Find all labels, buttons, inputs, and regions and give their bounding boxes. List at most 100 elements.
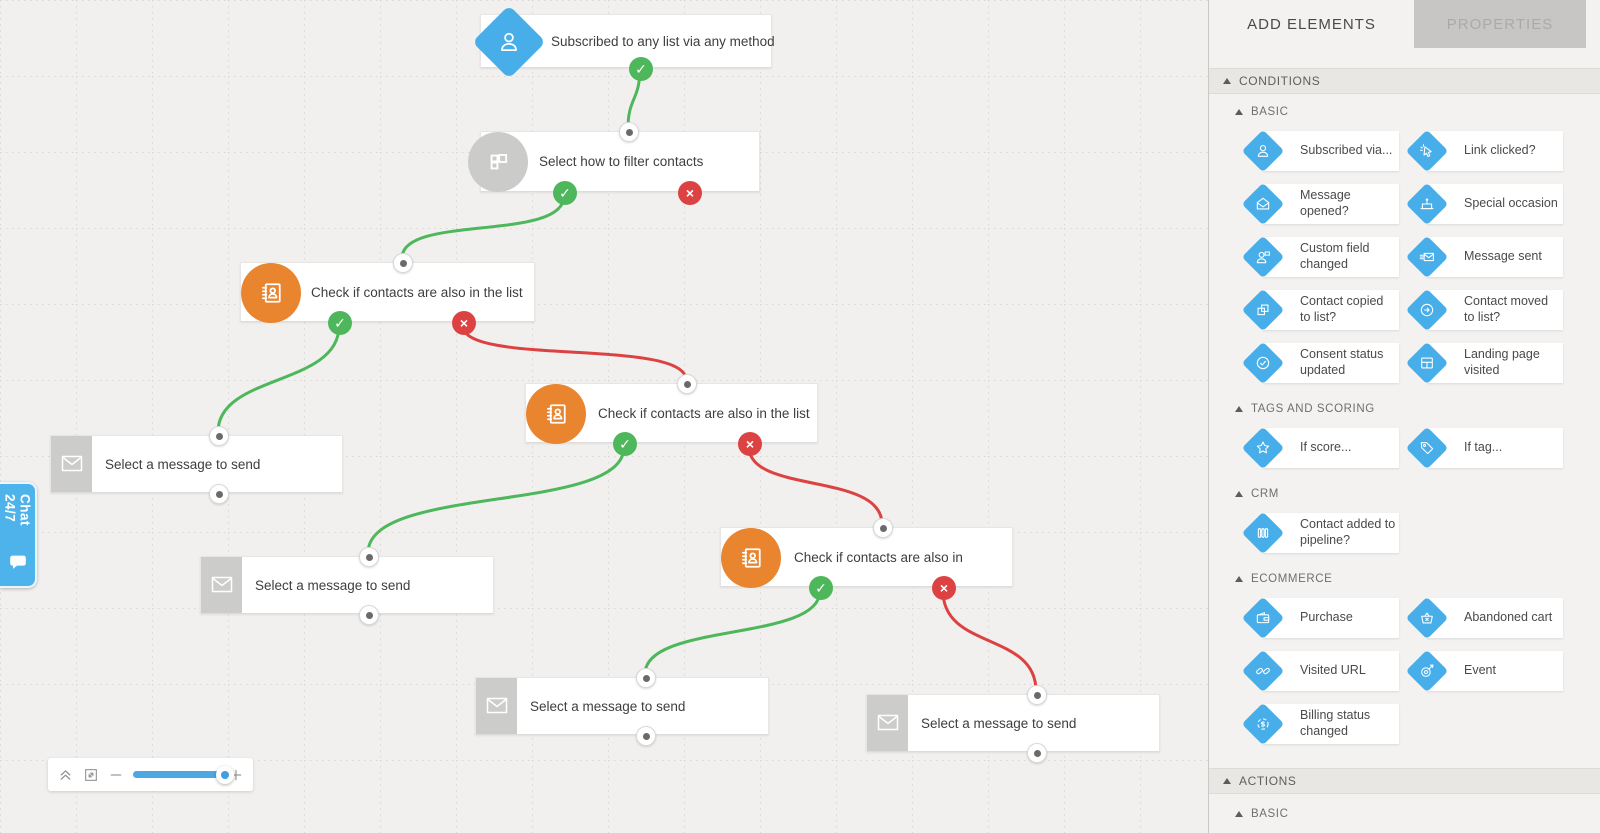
group-crm[interactable]: CRM	[1235, 488, 1600, 500]
tab-properties[interactable]: PROPERTIES	[1414, 0, 1586, 48]
input-port[interactable]	[619, 122, 639, 142]
success-port[interactable]: ✓	[613, 432, 637, 456]
group-ecommerce[interactable]: ECOMMERCE	[1235, 573, 1600, 585]
node-send-message-b[interactable]: Select a message to send	[200, 547, 494, 625]
node-label: Select a message to send	[921, 715, 1077, 731]
element-tile-link-clicked[interactable]: Link clicked?	[1405, 129, 1563, 173]
collapse-triangle-icon	[1223, 78, 1231, 84]
collapse-triangle-icon	[1235, 811, 1243, 817]
failure-port[interactable]: ×	[738, 432, 762, 456]
collapse-triangle-icon	[1235, 576, 1243, 582]
input-port[interactable]	[359, 547, 379, 567]
node-send-message-a[interactable]: Select a message to send	[50, 426, 343, 504]
output-port[interactable]	[209, 484, 229, 504]
workflow-canvas[interactable]: Subscribed to any list via any method ✓ …	[0, 0, 1208, 833]
chat-label: Chat 24/7	[2, 494, 33, 526]
node-send-message-d[interactable]: Select a message to send	[866, 685, 1160, 763]
star-icon	[1241, 426, 1285, 470]
group-tags-and-scoring[interactable]: TAGS AND SCORING	[1235, 403, 1600, 415]
zoom-slider[interactable]	[133, 765, 234, 784]
element-tile-if-tag[interactable]: If tag...	[1405, 426, 1563, 470]
chat-widget-tab[interactable]: Chat 24/7	[0, 482, 37, 588]
zoom-out-icon[interactable]	[108, 767, 124, 783]
zoom-slider-handle[interactable]	[216, 765, 234, 784]
success-port[interactable]: ✓	[328, 311, 352, 335]
output-port[interactable]	[359, 605, 379, 625]
basket-icon	[1405, 596, 1449, 640]
failure-port[interactable]: ×	[452, 311, 476, 335]
address-book-icon	[526, 384, 586, 444]
element-tile-contact-added-pipeline[interactable]: Contact added to pipeline?	[1241, 511, 1399, 555]
person-icon	[1241, 129, 1285, 173]
canvas-toolbar	[48, 758, 253, 791]
pipeline-icon	[1241, 511, 1285, 555]
node-send-message-c[interactable]: Select a message to send	[475, 668, 769, 746]
success-port[interactable]: ✓	[553, 181, 577, 205]
fit-screen-icon[interactable]	[83, 767, 99, 783]
mail-sent-icon	[1405, 235, 1449, 279]
edge-check-b-no-to-check-c	[747, 445, 884, 526]
wallet-icon	[1241, 596, 1285, 640]
group-label: ECOMMERCE	[1251, 573, 1333, 585]
output-port[interactable]	[636, 726, 656, 746]
element-tile-message-sent[interactable]: Message sent	[1405, 235, 1563, 279]
section-label: ACTIONS	[1239, 774, 1297, 788]
group-label: BASIC	[1251, 106, 1289, 118]
address-book-icon	[241, 263, 301, 323]
collapse-triangle-icon	[1223, 778, 1231, 784]
collapse-icon[interactable]	[57, 766, 74, 783]
input-port[interactable]	[636, 668, 656, 688]
element-tile-message-opened[interactable]: Message opened?	[1241, 182, 1399, 226]
page-layout-icon	[1405, 341, 1449, 385]
edge-check-b-yes-to-message-b	[366, 445, 626, 555]
envelope-icon	[476, 678, 517, 734]
envelope-icon	[51, 436, 92, 492]
element-tile-subscribed-via[interactable]: Subscribed via...	[1241, 129, 1399, 173]
tag-icon	[1405, 426, 1449, 470]
group-basic[interactable]: BASIC	[1235, 106, 1600, 118]
edge-check-a-no-to-check-b	[461, 324, 688, 382]
element-tile-landing-page-visited[interactable]: Landing page visited	[1405, 341, 1563, 385]
node-label: Select a message to send	[255, 577, 411, 593]
elements-panel: ADD ELEMENTS PROPERTIES CONDITIONS BASIC…	[1208, 0, 1600, 833]
element-tile-contact-copied[interactable]: Contact copied to list?	[1241, 288, 1399, 332]
node-label: Check if contacts are also in the list	[311, 284, 523, 300]
node-subscribed-trigger[interactable]: Subscribed to any list via any method ✓	[472, 5, 775, 81]
group-actions-basic[interactable]: BASIC	[1235, 808, 1600, 820]
success-port[interactable]: ✓	[629, 57, 653, 81]
failure-port[interactable]: ×	[932, 576, 956, 600]
input-port[interactable]	[1027, 685, 1047, 705]
section-label: CONDITIONS	[1239, 74, 1321, 88]
tab-add-elements[interactable]: ADD ELEMENTS	[1247, 15, 1376, 33]
section-actions[interactable]: ACTIONS	[1209, 768, 1600, 794]
node-label: Check if contacts are also in	[794, 549, 963, 565]
cake-icon	[1405, 182, 1449, 226]
input-port[interactable]	[393, 253, 413, 273]
node-filter-contacts[interactable]: Select how to filter contacts ✓ ×	[468, 122, 760, 205]
input-port[interactable]	[677, 374, 697, 394]
success-port[interactable]: ✓	[809, 576, 833, 600]
element-tile-custom-field-changed[interactable]: Custom field changed	[1241, 235, 1399, 279]
element-tile-event[interactable]: Event	[1405, 649, 1563, 693]
element-tile-billing-status-changed[interactable]: Billing status changed	[1241, 702, 1399, 746]
node-label: Select a message to send	[105, 456, 261, 472]
node-label: Subscribed to any list via any method	[551, 33, 775, 49]
element-tile-if-score[interactable]: If score...	[1241, 426, 1399, 470]
element-tile-purchase[interactable]: Purchase	[1241, 596, 1399, 640]
failure-port[interactable]: ×	[678, 181, 702, 205]
node-label: Select how to filter contacts	[539, 154, 704, 169]
element-tile-contact-moved[interactable]: Contact moved to list?	[1405, 288, 1563, 332]
element-tile-special-occasion[interactable]: Special occasion	[1405, 182, 1563, 226]
panel-tabbar: ADD ELEMENTS PROPERTIES	[1209, 0, 1600, 48]
node-check-list-b[interactable]: Check if contacts are also in the list ✓…	[525, 374, 818, 456]
section-conditions[interactable]: CONDITIONS	[1209, 68, 1600, 94]
element-tile-visited-url[interactable]: Visited URL	[1241, 649, 1399, 693]
element-tile-consent-status[interactable]: Consent status updated	[1241, 341, 1399, 385]
node-check-list-c[interactable]: Check if contacts are also in ✓ ×	[720, 518, 1013, 600]
output-port[interactable]	[1027, 743, 1047, 763]
node-check-list-a[interactable]: Check if contacts are also in the list ✓…	[240, 253, 535, 335]
input-port[interactable]	[209, 426, 229, 446]
filter-grid-icon	[468, 132, 528, 192]
input-port[interactable]	[873, 518, 893, 538]
element-tile-abandoned-cart[interactable]: Abandoned cart	[1405, 596, 1563, 640]
